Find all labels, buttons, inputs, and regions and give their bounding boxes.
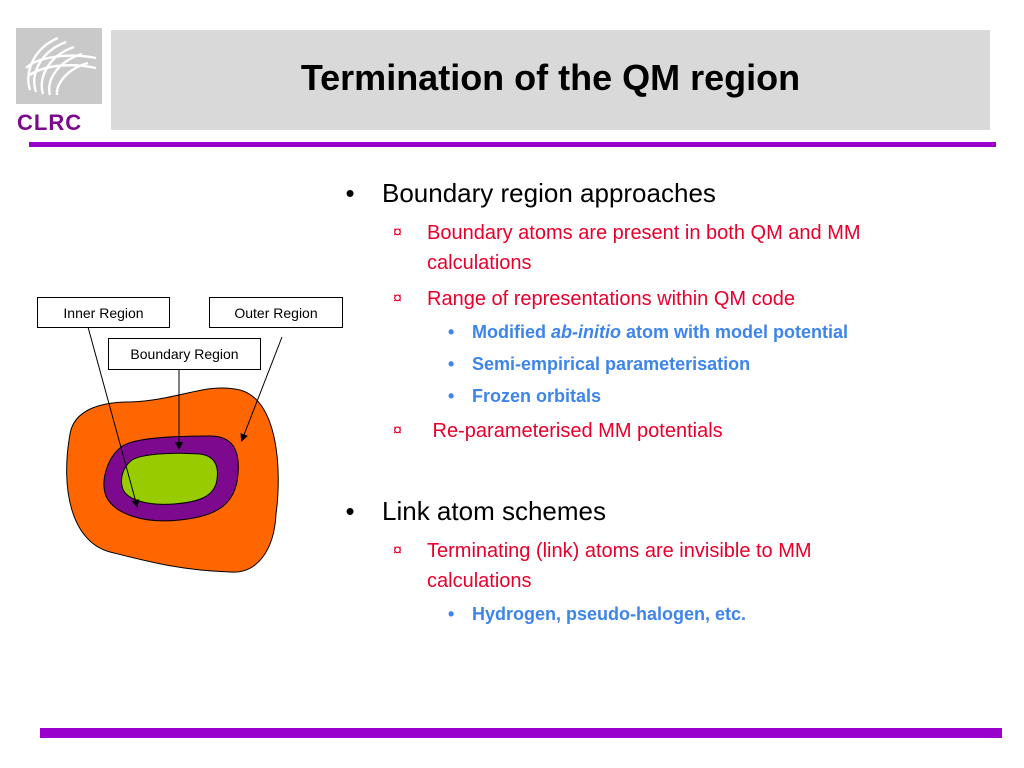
inner-region-label: Inner Region — [37, 297, 170, 328]
bullet-heading-text: Boundary region approaches — [382, 178, 716, 208]
currency-bullet-icon: ¤ — [393, 290, 402, 307]
sub-sub-bullet: • Hydrogen, pseudo-halogen, etc. — [338, 600, 978, 628]
sub-bullet: ¤ Boundary atoms are present in both QM … — [338, 218, 907, 278]
bullet-dot-icon: • — [345, 496, 355, 526]
inner-pointer-line — [87, 326, 140, 508]
bullet-dot-icon: • — [448, 604, 455, 624]
bottom-divider — [40, 728, 1002, 738]
sub-sub-bullet-text-post: atom with model potential — [621, 322, 849, 342]
region-diagram: Inner Region Outer Region Boundary Regio… — [30, 290, 360, 590]
sub-sub-bullet-text: Semi-empirical parameterisation — [472, 354, 751, 374]
currency-bullet-icon: ¤ — [393, 422, 402, 439]
slide-title: Termination of the QM region — [300, 57, 801, 98]
sub-bullet: ¤ Terminating (link) atoms are invisible… — [338, 536, 907, 596]
bullet-dot-icon: • — [448, 386, 455, 406]
sub-bullet-text: Boundary atoms are present in both QM an… — [427, 222, 861, 274]
bullet-content: • Boundary region approaches ¤ Boundary … — [338, 176, 978, 628]
title-bar: Termination of the QM region — [111, 30, 990, 130]
sub-bullet-text: Range of representations within QM code — [427, 288, 795, 310]
bullet-dot-icon: • — [448, 322, 455, 342]
currency-bullet-icon: ¤ — [393, 224, 402, 241]
inner-region-shape — [121, 452, 218, 505]
outer-region-label: Outer Region — [209, 297, 343, 328]
bullet-dot-icon: • — [448, 354, 455, 374]
bullet-heading-text: Link atom schemes — [382, 496, 606, 526]
bullet-dot-icon: • — [345, 178, 355, 208]
sub-sub-bullet-text-pre: Modified — [472, 322, 551, 342]
section-boundary: • Boundary region approaches ¤ Boundary … — [338, 176, 978, 446]
currency-bullet-icon: ¤ — [393, 542, 402, 559]
outer-pointer-line — [240, 336, 283, 442]
logo-text: CLRC — [17, 110, 82, 134]
sub-sub-bullet: • Semi-empirical parameterisation — [338, 350, 978, 378]
sub-bullet-text: Terminating (link) atoms are invisible t… — [427, 540, 812, 592]
bullet-heading: • Boundary region approaches — [338, 176, 978, 210]
boundary-region-label: Boundary Region — [108, 338, 261, 370]
sub-sub-bullet: • Frozen orbitals — [338, 382, 978, 410]
sub-sub-bullet-text: Frozen orbitals — [472, 386, 602, 406]
sub-bullet: ¤ Range of representations within QM cod… — [338, 284, 907, 314]
clrc-logo: CLRC — [16, 28, 106, 135]
bullet-heading: • Link atom schemes — [338, 494, 978, 528]
sub-sub-bullet-text-em: ab-initio — [551, 322, 621, 342]
sub-sub-bullet-text: Hydrogen, pseudo-halogen, etc. — [472, 604, 747, 624]
top-divider — [29, 142, 996, 147]
sub-bullet-text: Re-parameterised MM potentials — [427, 420, 723, 442]
region-diagram-shapes — [66, 326, 283, 573]
sub-sub-bullet: • Modified ab-initio atom with model pot… — [338, 318, 978, 346]
sub-bullet: ¤ Re-parameterised MM potentials — [338, 416, 907, 446]
clrc-globe-icon: CLRC — [16, 28, 102, 135]
section-link-atom: • Link atom schemes ¤ Terminating (link)… — [338, 494, 978, 628]
